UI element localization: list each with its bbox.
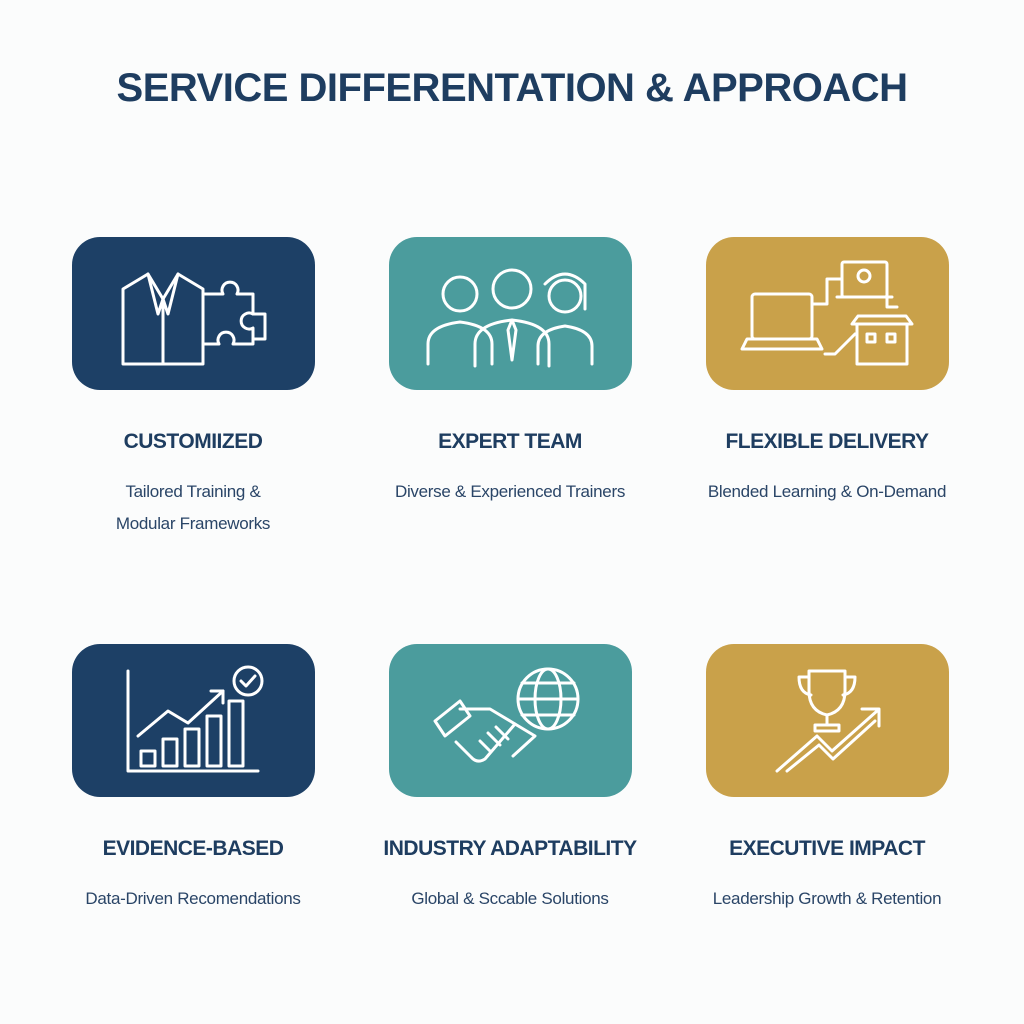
feature-heading: EXECUTIVE IMPACT: [729, 837, 925, 860]
suit-puzzle-icon: [71, 237, 315, 390]
feature-executive-impact: EXECUTIVE IMPACT Leadership Growth & Ret…: [677, 644, 977, 915]
feature-heading: EXPERT TEAM: [438, 430, 582, 453]
feature-description: Blended Learning & On-Demand: [707, 482, 947, 501]
laptop-network-icon: [705, 237, 949, 390]
feature-heading: CUSTOMIIZED: [123, 430, 263, 453]
feature-heading: EVIDENCE-BASED: [102, 837, 284, 860]
feature-heading: FLEXIBLE DELIVERY: [725, 430, 929, 453]
feature-heading: INDUSTRY ADAPTABILITY: [383, 837, 637, 860]
feature-description: Global & Sccable Solutions: [411, 889, 609, 908]
feature-description: Diverse & Experienced Trainers: [394, 482, 626, 501]
bar-chart-check-icon: [71, 644, 315, 797]
feature-description: Leadership Growth & Retention: [712, 889, 942, 908]
handshake-globe-icon: [388, 644, 632, 797]
feature-customized: CUSTOMIIZED Tailored Training &Modular F…: [43, 237, 343, 540]
feature-description: Tailored Training &Modular Frameworks: [115, 482, 271, 533]
feature-evidence-based: EVIDENCE-BASED Data-Driven Recomendation…: [43, 644, 343, 915]
page-title: SERVICE DIFFERENTATION & APPROACH: [116, 66, 908, 110]
feature-description: Data-Driven Recomendations: [85, 889, 301, 908]
trophy-arrow-icon: [705, 644, 949, 797]
team-people-icon: [388, 237, 632, 390]
feature-industry-adaptability: INDUSTRY ADAPTABILITY Global & Sccable S…: [360, 644, 660, 915]
feature-expert-team: EXPERT TEAM Diverse & Experienced Traine…: [360, 237, 660, 508]
feature-flexible-delivery: FLEXIBLE DELIVERY Blended Learning & On-…: [677, 237, 977, 508]
